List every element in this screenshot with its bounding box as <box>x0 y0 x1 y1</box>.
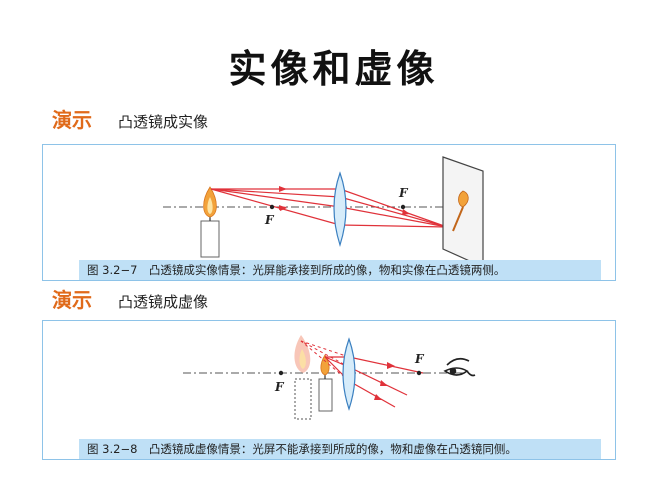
ray-arrows <box>374 362 395 400</box>
eye-icon <box>443 357 476 377</box>
candle-icon <box>200 186 220 258</box>
focal-point-left <box>278 370 284 376</box>
demo-description: 凸透镜成虚像 <box>118 293 209 311</box>
light-rays <box>324 356 424 408</box>
virtual-image-diagram-panel: F F 图 3.2−8 凸透镜成虚像情景：光屏不能承接到所成的像，物和虚像在凸透… <box>42 320 616 460</box>
demo-label: 演示 <box>52 288 92 312</box>
page-title: 实像和虚像 <box>228 46 439 91</box>
real-image-diagram: F F <box>163 156 484 268</box>
figure-caption: 图 3.2−7 凸透镜成实像情景：光屏能承接到所成的像，物和实像在凸透镜两侧。 <box>79 260 601 280</box>
virtual-extensions <box>300 340 350 382</box>
ray-arrows <box>279 186 410 215</box>
figure-caption: 图 3.2−8 凸透镜成虚像情景：光屏不能承接到所成的像，物和虚像在凸透镜同侧。 <box>79 439 601 459</box>
demo-description: 凸透镜成实像 <box>118 113 209 131</box>
focal-point-right <box>416 370 422 376</box>
demo-heading-virtual-image: 演示 凸透镜成虚像 <box>52 284 208 313</box>
light-rays <box>210 188 448 228</box>
virtual-image-diagram: F F <box>183 335 476 420</box>
focal-label-right: F <box>398 186 409 200</box>
focal-label-left: F <box>264 213 275 227</box>
light-screen <box>442 156 484 268</box>
real-image <box>458 190 469 208</box>
real-image-diagram-panel: F F 图 3.2−7 凸透镜成实像情景：光屏能承接到所成的像，物和实像在凸透镜… <box>42 144 616 281</box>
focal-point-right <box>400 204 406 210</box>
focal-label-right: F <box>414 352 425 366</box>
demo-label: 演示 <box>52 108 92 132</box>
focal-label-left: F <box>274 380 285 394</box>
convex-lens <box>333 171 347 247</box>
convex-lens <box>342 337 356 411</box>
focal-point-left <box>269 204 275 210</box>
virtual-candle-icon <box>294 335 312 420</box>
candle-icon <box>318 354 333 412</box>
demo-heading-real-image: 演示 凸透镜成实像 <box>52 104 208 133</box>
